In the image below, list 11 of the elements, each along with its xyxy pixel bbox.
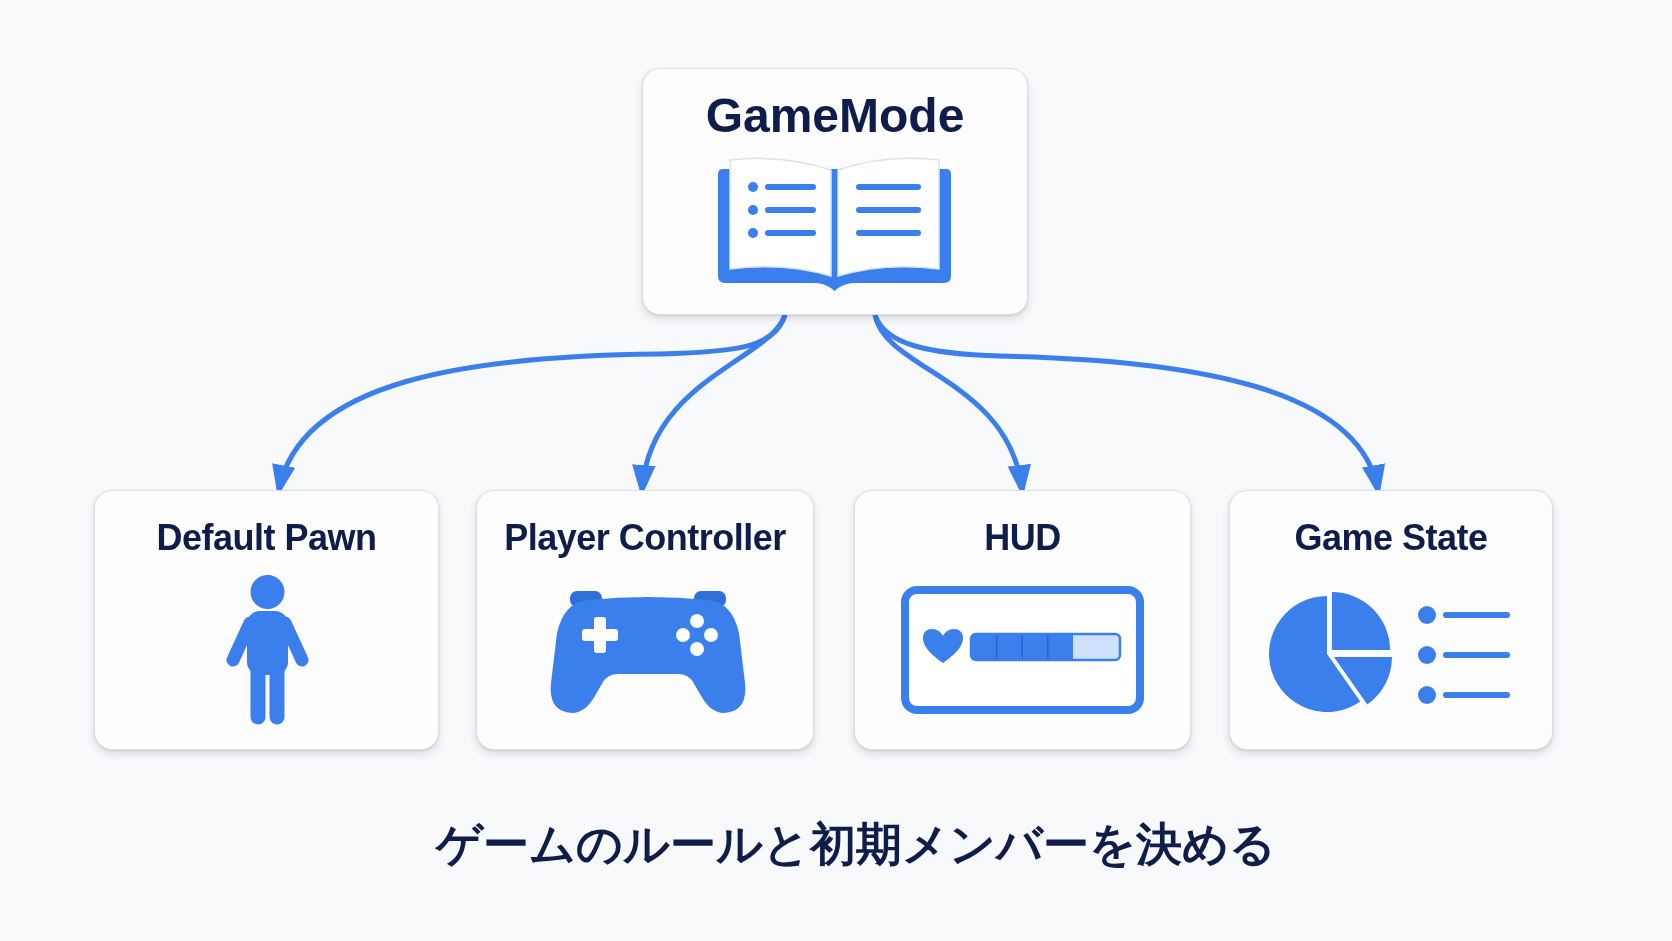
node-card	[476, 490, 814, 750]
caption-text: ゲームのルールと初期メンバーを決める	[436, 818, 1276, 871]
node-title: GameMode	[705, 89, 965, 143]
node-card	[854, 490, 1191, 750]
node-card	[94, 490, 439, 750]
node-title: Game State	[1294, 518, 1488, 558]
node-title: Player Controller	[504, 518, 786, 558]
node-card	[1229, 490, 1553, 750]
node-title: HUD	[984, 518, 1061, 558]
node-title: Default Pawn	[156, 518, 377, 558]
node-card	[642, 68, 1028, 315]
